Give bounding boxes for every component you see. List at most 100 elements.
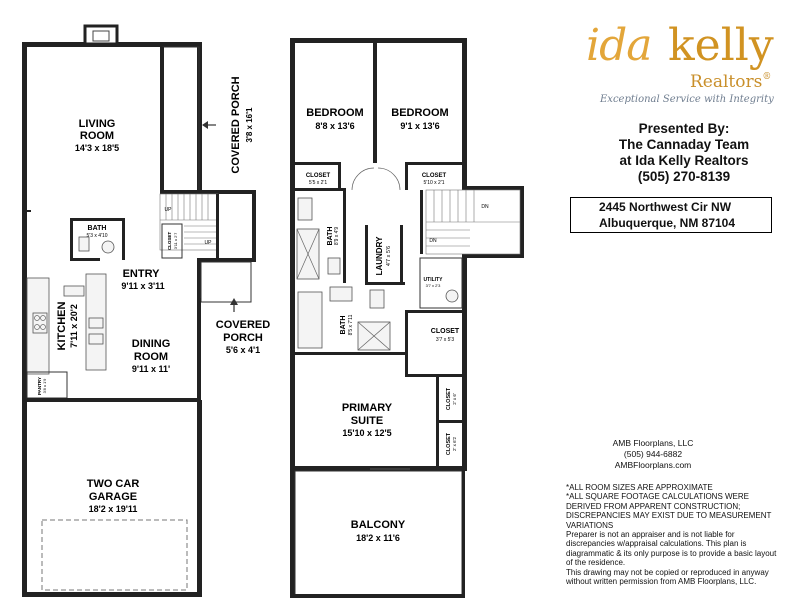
kitchen-sink: [88, 333, 104, 345]
garage-door: [41, 519, 188, 591]
covered-porch-2-label-2: PORCH: [223, 332, 263, 344]
wall: [462, 254, 524, 258]
amb-website: AMBFloorplans.com: [614, 460, 692, 470]
laundry-label: LAUNDRY: [375, 236, 384, 275]
wall: [295, 352, 407, 355]
bedroom-2-label: BEDROOM: [391, 107, 448, 119]
kitchen-dim: 7'11 x 20'2: [69, 304, 79, 348]
utility-dim: 3'7 x 2'3: [426, 283, 441, 288]
bath-1-label: BATH: [88, 225, 107, 232]
entry-label: ENTRY: [123, 268, 161, 280]
living-room-label-2: ROOM: [80, 130, 114, 142]
note-line: This drawing may not be copied or reprod…: [566, 567, 769, 587]
closet-1-label: CLOSET: [167, 232, 172, 251]
note-line: *ALL ROOM SIZES ARE APPROXIMATE: [566, 483, 713, 492]
kitchen-label: KITCHEN: [56, 302, 68, 351]
closet-4-dim: 2' x 6': [452, 393, 457, 405]
wall: [197, 298, 201, 402]
wall: [405, 162, 408, 190]
wall: [122, 218, 125, 260]
door-swing: [377, 167, 401, 191]
garage-dim: 18'2 x 19'11: [89, 504, 138, 514]
wall: [462, 38, 467, 188]
bedroom-1-dim: 8'8 x 13'6: [315, 121, 354, 131]
balcony-label: BALCONY: [351, 519, 406, 531]
wall: [462, 254, 467, 468]
living-room-label-1: LIVING: [79, 118, 116, 130]
covered-porch-1-label: COVERED PORCH: [230, 76, 242, 173]
dining-room-label-1: DINING: [132, 338, 171, 350]
disclaimer-notes: *ALL ROOM SIZES ARE APPROXIMATE *ALL SQU…: [566, 483, 778, 586]
wall: [197, 258, 201, 318]
wall: [405, 310, 408, 376]
utility-label: UTILITY: [424, 277, 444, 283]
stair-up-label: UP: [165, 207, 173, 213]
address-box: 2445 Northwest Cir NW Albuquerque, NM 87…: [570, 197, 772, 233]
water-heater: [445, 289, 459, 303]
second-floor: BEDROOM 8'8 x 13'6 BEDROOM 9'1 x 13'6 CL…: [290, 38, 524, 598]
amb-credits: AMB Floorplans, LLC (505) 944-6882 AMBFl…: [600, 438, 706, 471]
logo-tagline: Exceptional Service with Integrity: [600, 94, 774, 105]
wall: [200, 258, 256, 262]
wall: [290, 38, 295, 598]
wall: [365, 225, 368, 285]
presented-by-block: Presented By: The Cannaday Team at Ida K…: [600, 121, 768, 185]
logo-realtors-word: Realtors: [690, 72, 763, 92]
porch2-outline: [200, 261, 252, 303]
wall: [160, 190, 255, 194]
stair-down-label: DN: [481, 204, 489, 210]
balcony-dim: 18'2 x 11'6: [356, 533, 400, 543]
presented-by-line: Presented By:: [638, 121, 730, 136]
covered-porch-2-dim: 5'6 x 4'1: [226, 345, 260, 355]
agency-name: at Ida Kelly Realtors: [619, 153, 749, 168]
arrow-head: [202, 121, 208, 129]
ida-kelly-logo: ida kelly Realtors®: [586, 20, 776, 108]
range: [32, 312, 48, 334]
wall: [405, 374, 462, 377]
bath-3-toilet: [369, 289, 385, 309]
wall: [290, 594, 465, 598]
bath-1-dim: 5'3 x 4'10: [86, 233, 107, 239]
floor-plan: LIVING ROOM 14'3 x 18'5 COVERED PORCH 3'…: [22, 24, 524, 598]
note-line: Preparer is not an appraiser and is not …: [566, 530, 777, 568]
pantry-label: PANTRY: [37, 377, 42, 395]
wall: [462, 466, 465, 598]
primary-suite-label-2: SUITE: [351, 415, 383, 427]
sink: [101, 240, 115, 254]
wall: [22, 42, 27, 597]
wall: [462, 186, 524, 190]
wall: [338, 162, 341, 190]
wall: [160, 47, 164, 192]
pantry-dim: 3'8 x 1'9: [42, 378, 47, 393]
amb-phone: (505) 944-6882: [623, 449, 683, 459]
wall: [295, 162, 340, 165]
stair-up-label: UP: [205, 240, 213, 246]
closet-b2-label: CLOSET: [422, 173, 447, 179]
wall: [290, 466, 467, 471]
logo-realtors-text: Realtors®: [690, 72, 771, 92]
wall: [373, 43, 377, 163]
closet-b1-label: CLOSET: [306, 173, 331, 179]
porch-outline: [162, 46, 200, 193]
bath-2-sink: [297, 197, 313, 221]
wall: [70, 258, 100, 261]
wall: [400, 225, 403, 285]
closet-4-label: CLOSET: [446, 387, 452, 410]
wall: [436, 420, 462, 423]
bath-2-dim: 8'9 x 4'9: [334, 227, 340, 246]
bath-2-toilet: [327, 257, 341, 275]
wall: [27, 210, 31, 212]
covered-porch-1-dim: 3'8 x 16'1: [245, 107, 254, 142]
closet-3-label: CLOSET: [431, 328, 460, 335]
wall: [365, 282, 405, 285]
amb-name: AMB Floorplans, LLC: [612, 438, 694, 448]
primary-suite-label-1: PRIMARY: [342, 402, 393, 414]
wall: [70, 218, 73, 260]
door-swing: [351, 167, 375, 191]
dining-room-label-2: ROOM: [134, 351, 168, 363]
utility-outline: [419, 257, 463, 309]
dining-room-dim: 9'11 x 11': [132, 364, 170, 374]
arrow-head: [230, 298, 238, 305]
toilet: [78, 236, 90, 252]
closet-3-dim: 3'7 x 5'3: [436, 337, 455, 343]
